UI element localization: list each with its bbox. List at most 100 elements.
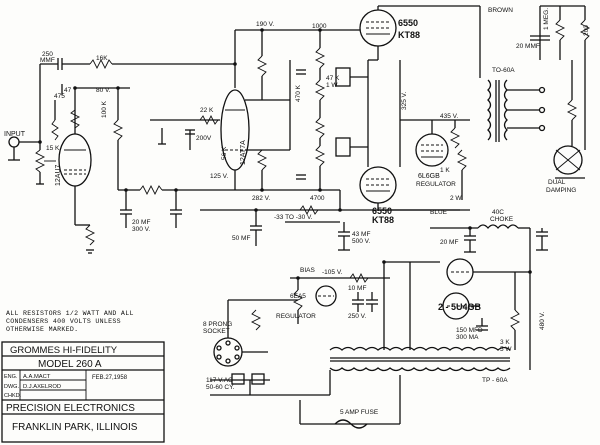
value-bias-range: -33 TO -30 V. [274, 214, 313, 221]
value-22k: 22 K [200, 107, 214, 114]
tube-12au7-icon [58, 133, 92, 187]
value-1k: 1 K [440, 167, 450, 174]
value-475: 475 [54, 93, 65, 100]
socket-label-1: 8 PRONG [203, 321, 232, 328]
tube-label-6550-upper: 6550 [398, 18, 418, 28]
note-line-3: OTHERWISE MARKED. [6, 326, 78, 333]
primary-coil-icon [487, 79, 492, 141]
schematic-labels: INPUT 12AU7 12AT7A 6550 KT88 6550 KT88 6… [4, 7, 590, 416]
input-label: INPUT [4, 131, 26, 138]
value-480v: 480 V. [539, 312, 546, 330]
value-300ma: 300 MA [456, 334, 479, 341]
value-435v: 435 V. [440, 113, 458, 120]
value-250: 250 [42, 51, 53, 58]
value-500v: 500 V. [352, 238, 370, 245]
tube-label-5u4gb: 2 - 5U4GB [438, 302, 482, 312]
value-4700: 4700 [310, 195, 325, 202]
socket-label-2: SOCKET [203, 328, 230, 335]
power-supply [210, 224, 548, 429]
value-5w: 5 W [500, 346, 512, 353]
value-325v: 325 V. [401, 92, 408, 110]
tube-5u4gb-upper-icon [446, 258, 474, 286]
bias-supply [200, 190, 460, 251]
power-transformer-primary-icon [329, 367, 511, 372]
mains-label-1: 117 V.AC [206, 377, 233, 384]
value-190v: 190 V. [256, 21, 274, 28]
damping-label-dual: DUAL [548, 179, 566, 186]
tube-label-regulator: REGULATOR [416, 181, 456, 188]
value-50mf: 50 MF [232, 235, 250, 242]
value-200: 200 [583, 25, 590, 36]
choke-icon [477, 224, 519, 230]
value-20mf: 20 MF [132, 219, 150, 226]
choke-label: CHOKE [490, 216, 514, 223]
value-300v: 300 V. [132, 226, 150, 233]
mains-label-2: 50-60 CY. [206, 384, 235, 391]
title-dwg-name: D.J.AXELROD [23, 384, 61, 390]
value-200v: 200V [196, 135, 212, 142]
bias-label: BIAS [300, 267, 315, 274]
input-pot-icon [34, 149, 46, 173]
notes-block: ALL RESISTORS 1/2 WATT AND ALL CONDENSER… [6, 310, 133, 333]
value-47: 47 [64, 87, 72, 94]
tube-label-6550-lower: 6550 [372, 206, 392, 216]
value-16k: 16K [96, 55, 108, 62]
value-1w: 1 W [326, 82, 338, 89]
transformer-tp-label: TP - 60A [482, 377, 508, 384]
title-date: FEB.27,1958 [92, 375, 128, 381]
value-150mfd: 150 MFD [456, 327, 483, 334]
note-line-2: CONDENSERS 400 VOLTS UNLESS [6, 318, 121, 325]
value-250v: 250 V. [348, 313, 366, 320]
secondary-coil-icon [503, 79, 508, 141]
input-stage [8, 58, 150, 254]
value-100k: 100 K [101, 100, 108, 118]
value-56k: 56 K [221, 146, 228, 160]
value-470k: 470 K [295, 84, 302, 102]
title-chkd-label: CHKD. [4, 393, 22, 399]
value-mmf: MMF [40, 57, 55, 64]
value-105v: -105 V. [322, 269, 343, 276]
value-47k: 47 K [326, 75, 340, 82]
tube-label-kt88-upper: KT88 [398, 30, 420, 40]
tube-label-12au7: 12AU7 [55, 164, 62, 186]
value-125v: 125 V. [210, 173, 228, 180]
title-eng-label: ENG. [4, 374, 18, 380]
value-43mf: 43 MF [352, 231, 370, 238]
tube-label-6l6gb: 6L6GB [418, 173, 440, 180]
output-stage [350, 5, 480, 211]
choke-value-label: 40C [492, 209, 504, 216]
tube-6l6gb-icon [415, 133, 449, 167]
output-xfmr-label: TO-60A [492, 67, 515, 74]
title-maker: PRECISION ELECTRONICS [6, 403, 135, 414]
regulator-stage [400, 119, 470, 200]
value-1000: 1000 [312, 23, 327, 30]
title-location: FRANKLIN PARK, ILLINOIS [12, 422, 138, 433]
junction-dots [38, 28, 532, 280]
title-company: GROMMES HI-FIDELITY [10, 345, 118, 356]
title-eng-name: A.A.MACT [23, 374, 51, 380]
value-80v: 80 V. [96, 87, 111, 94]
value-282v: 282 V. [252, 195, 270, 202]
title-model: MODEL 260 A [38, 359, 102, 370]
value-10mf: 10 MF [348, 285, 366, 292]
fuse-label: 5 AMP FUSE [340, 409, 379, 416]
wire-label-blue: BLUE [430, 209, 448, 216]
input-jack-icon [8, 136, 20, 148]
output-transformer [479, 5, 591, 179]
tube-label-12at7a: 12AT7A [240, 140, 247, 165]
regulator-label-2: REGULATOR [276, 313, 316, 320]
title-dwg-label: DWG. [4, 384, 19, 390]
fuse-icon [334, 419, 368, 429]
wire-label-brown: BROWN [488, 7, 513, 14]
value-15k: 15 K [46, 145, 60, 152]
dual-damping-pot-icon[interactable] [553, 145, 583, 175]
value-20mf-b: 20 MF [440, 239, 458, 246]
power-transformer-secondary-icon [329, 346, 511, 351]
phase-splitter [150, 29, 368, 190]
power-plug-icon [231, 373, 245, 385]
tube-label-6ea5: 6EA5 [290, 293, 306, 300]
value-2w: 2 W [450, 195, 462, 202]
damping-label: DAMPING [546, 187, 576, 194]
octal-socket-icon[interactable] [213, 337, 243, 367]
value-3k: 3 K [500, 339, 510, 346]
